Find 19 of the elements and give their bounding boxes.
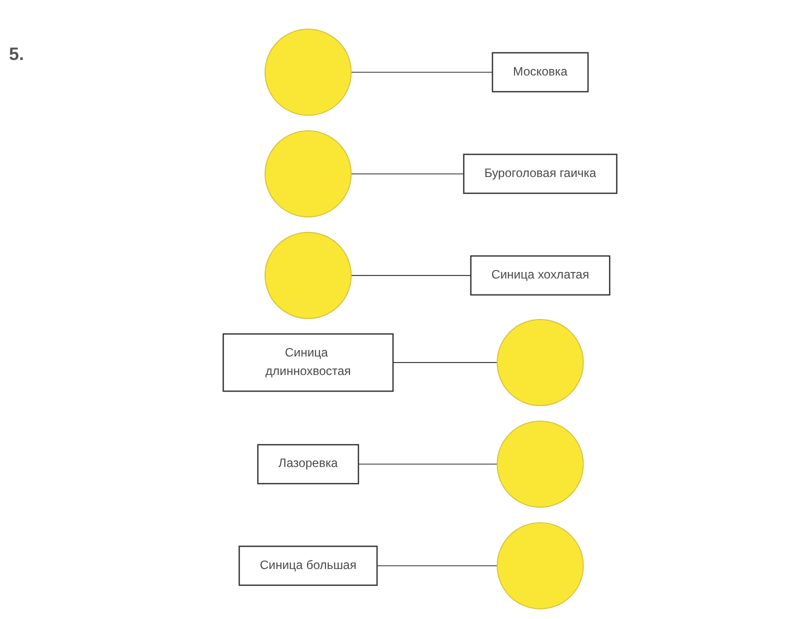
task-number: 5. [9, 44, 24, 65]
empty-circle [264, 232, 352, 319]
empty-circle [264, 28, 352, 116]
empty-circle [496, 522, 584, 610]
empty-circle [496, 420, 584, 508]
connector-line [350, 173, 464, 174]
name-box: Лазоревка [257, 444, 360, 484]
name-box: Синица хохлатая [470, 255, 610, 296]
connector-line [392, 362, 498, 363]
name-box: Буроголовая гаичка [463, 154, 618, 194]
name-box: Московка [492, 52, 589, 92]
name-box: Синица большая [238, 546, 378, 586]
empty-circle [496, 319, 584, 406]
connector-line [376, 565, 498, 566]
name-box: Синица длиннохвостая [222, 333, 394, 392]
connector-line [358, 464, 498, 465]
connector-line [350, 275, 472, 276]
connector-line [350, 72, 493, 73]
empty-circle [264, 130, 352, 218]
